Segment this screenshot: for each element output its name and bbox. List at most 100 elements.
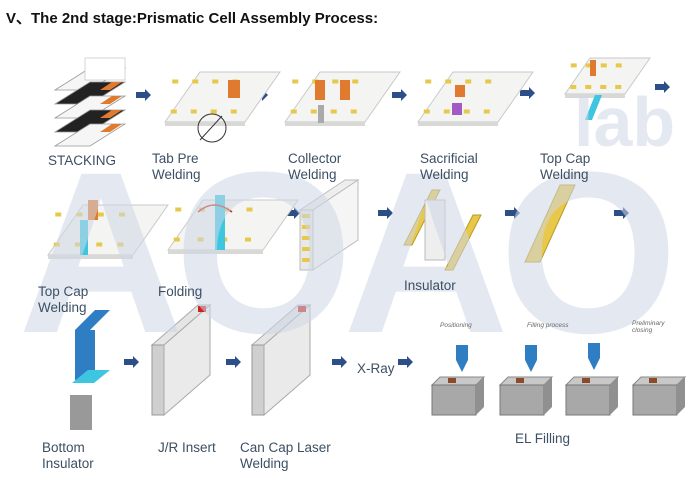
stack-pad <box>302 214 310 218</box>
label-stacking: STACKING <box>48 153 117 168</box>
can-side <box>263 303 311 417</box>
plate-topcap-1-pad <box>600 85 607 89</box>
nozzle-2 <box>525 345 537 372</box>
fill-box-3-front <box>565 384 611 416</box>
jr-terminal <box>198 306 206 312</box>
flow-arrow-r2-4 <box>614 207 629 219</box>
nozzle-3 <box>588 343 600 370</box>
plate-collector-pad <box>330 109 337 114</box>
plate-folding-edge <box>168 250 263 254</box>
label-insulator: Insulator <box>404 278 456 293</box>
label-bottom-insulator: Bottom Insulator <box>42 440 94 471</box>
folding-cyan <box>215 195 225 250</box>
topcap2-cyan <box>80 220 88 255</box>
topcap1-cyan <box>585 95 602 120</box>
jr-can-side <box>163 303 211 417</box>
plate-topcap-1-pad <box>570 63 577 68</box>
plate-tab-pre-edge <box>165 122 245 126</box>
fill-box-3-top <box>564 376 620 386</box>
plate-tab-pre-pad <box>190 109 197 114</box>
can-front <box>251 344 265 416</box>
flow-arrow-r3-2 <box>332 356 347 368</box>
plate-topcap-2 <box>47 204 169 256</box>
folding-arc <box>197 204 233 213</box>
stack-pad <box>302 247 310 251</box>
fill-box-2-port <box>516 378 524 383</box>
fill-box-1-side <box>476 377 484 415</box>
label-top-cap-welding-2: Top Cap Welding <box>38 284 89 315</box>
plate-folding <box>167 199 299 251</box>
insulator-core <box>424 199 446 261</box>
label-top-cap-welding-1: Top Cap Welding <box>540 151 591 182</box>
stacking-tab <box>100 82 122 90</box>
label-positioning: Positioning <box>440 322 472 329</box>
plate-topcap-2-pad <box>96 242 103 247</box>
label-tab-pre-welding: Tab Pre Welding <box>152 151 201 182</box>
label-filling-process: Filling process <box>527 322 569 329</box>
plate-tab-pre-pad <box>192 79 199 84</box>
plate-topcap-2-pad <box>53 242 60 247</box>
plate-topcap-1 <box>564 57 651 95</box>
plate-topcap-1-pad <box>615 85 622 89</box>
bottom-top-plate <box>75 310 110 330</box>
plate-collector-pad <box>310 109 317 114</box>
topcap1-copper <box>590 60 596 76</box>
plate-topcap-2-pad <box>119 212 125 217</box>
label-can-cap-laser-welding: Can Cap Laser Welding <box>240 440 331 471</box>
collector-copper-2 <box>340 80 350 100</box>
flow-arrow-r3-1 <box>226 356 241 368</box>
plate-collector-pad <box>292 79 299 84</box>
fill-box-2-front <box>499 384 545 416</box>
flow-arrow-r1-4 <box>655 81 670 93</box>
bottom-cyan-insulator <box>72 370 110 383</box>
label-jr-insert: J/R Insert <box>158 440 216 455</box>
fill-box-4-top <box>631 376 687 386</box>
plate-sacrificial <box>417 71 534 123</box>
plate-folding-pad <box>175 207 182 212</box>
plate-topcap-1-pad <box>615 63 622 68</box>
plate-tab-pre-pad <box>230 109 237 114</box>
label-xray: X-Ray <box>357 361 395 376</box>
plate-topcap-2-edge <box>48 255 133 259</box>
plate-sacrificial-pad <box>485 79 492 84</box>
label-el-filling: EL Filling <box>515 431 571 446</box>
collector-bar <box>318 105 324 123</box>
flow-arrow-r3-3 <box>398 356 413 368</box>
plate-sacrificial-pad <box>465 79 472 84</box>
plate-tab-pre-pad <box>210 109 217 114</box>
can-terminal <box>298 306 306 312</box>
plate-topcap-1-pad <box>585 63 592 68</box>
label-preliminary-closing: Preliminary closing <box>632 320 665 334</box>
stacking-tab <box>100 110 122 118</box>
plate-topcap-1-pad <box>585 85 592 89</box>
plate-sacrificial-pad <box>423 109 430 114</box>
plate-sacrificial-pad <box>483 109 490 114</box>
filling-anchor <box>420 335 421 336</box>
bottom-grey-base <box>70 395 92 430</box>
plate-sacrificial-edge <box>418 122 498 126</box>
stack-pad <box>302 225 310 229</box>
plate-collector-pad <box>352 79 359 84</box>
plate-folding-pad <box>245 237 251 242</box>
jr-can-front <box>151 344 165 416</box>
plate-sacrificial-pad <box>425 79 432 84</box>
stack-side <box>312 179 359 271</box>
plate-folding-pad <box>222 207 229 212</box>
stacking-tab <box>100 96 122 104</box>
page-title: V、The 2nd stage:Prismatic Cell Assembly … <box>6 10 379 27</box>
plate-sacrificial-pad <box>443 109 450 114</box>
plate-topcap-2-pad <box>75 242 81 247</box>
fill-box-4-front <box>632 384 678 416</box>
fill-box-1-front <box>431 384 477 416</box>
fill-box-3-port <box>582 378 590 383</box>
sacrificial-purple <box>452 103 462 115</box>
plate-collector-pad <box>332 79 339 84</box>
plate-sacrificial-pad <box>445 79 452 84</box>
plate-topcap-2-pad <box>97 212 104 217</box>
plate-collector-pad <box>350 109 357 114</box>
plate-topcap-1-pad <box>570 85 577 89</box>
flow-arrow-r1-0 <box>136 89 151 101</box>
stacking-callout <box>84 57 126 81</box>
flow-arrow-r1-3 <box>520 87 535 99</box>
